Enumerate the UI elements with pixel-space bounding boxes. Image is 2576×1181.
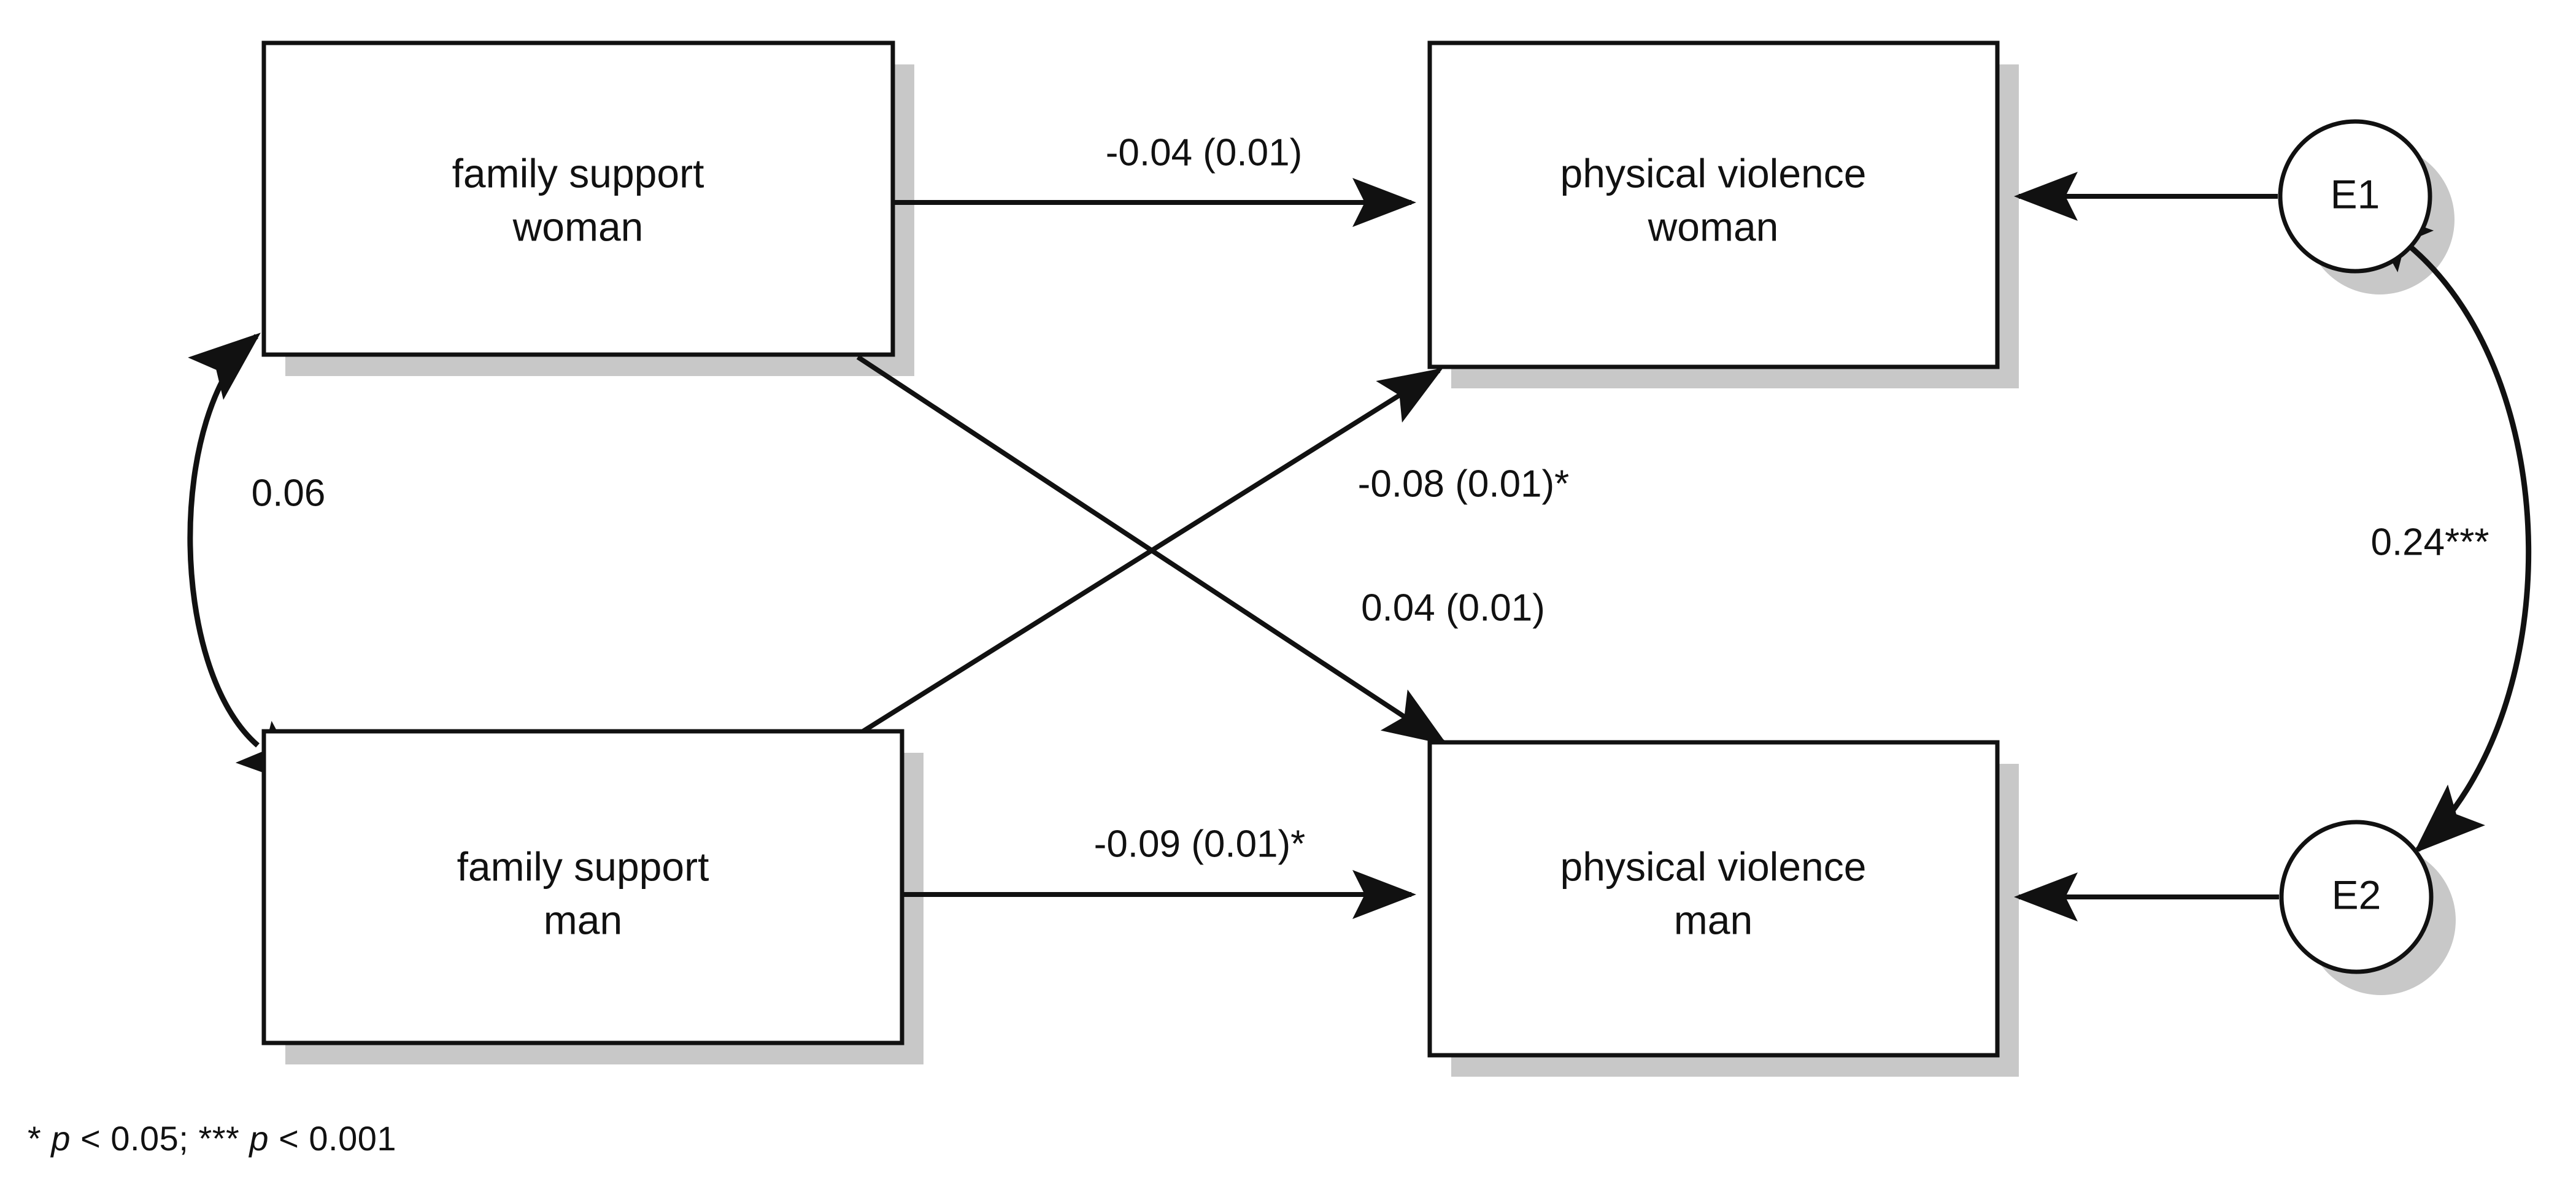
footnote-cmp-two: < 0.001 (269, 1119, 397, 1158)
label-physical-violence-woman-line2: woman (1648, 204, 1779, 249)
edge-line-fsw-to-pvm (856, 355, 1448, 745)
edge-label-fsm-to-pvm: -0.09 (0.01)* (1094, 823, 1306, 865)
edge-labels: -0.04 (0.01) -0.08 (0.01)* 0.04 (0.01) -… (252, 131, 2489, 865)
node-shapes (261, 40, 2434, 1058)
edge-line-fsm-to-pvw (857, 367, 1443, 736)
edge-label-e1-e2-covariance: 0.24*** (2370, 521, 2489, 563)
edge-fsw-to-pvm (856, 355, 1448, 745)
edge-curve-fsw-fsm (187, 333, 308, 789)
label-family-support-woman-line1: family support (452, 150, 704, 196)
edge-fsm-to-pvw (857, 367, 1443, 736)
label-error-term-e1: E1 (2331, 171, 2380, 217)
edge-e1-e2-covariance (2361, 204, 2532, 854)
box-family-support-man[interactable] (261, 729, 904, 1045)
node-labels: family support woman physical violence w… (452, 150, 2381, 942)
edge-label-fsw-fsm-covariance: 0.06 (252, 472, 326, 514)
box-physical-violence-man[interactable] (1427, 740, 2000, 1058)
label-error-term-e2: E2 (2332, 872, 2381, 917)
label-family-support-woman-line2: woman (512, 204, 644, 249)
significance-footnote: * p < 0.05; *** p < 0.001 (28, 1118, 396, 1158)
label-physical-violence-woman-line1: physical violence (1560, 150, 1867, 196)
circle-error-term-e1[interactable] (2278, 119, 2432, 274)
box-family-support-woman[interactable] (261, 40, 895, 357)
label-family-support-man-line1: family support (457, 844, 709, 889)
label-physical-violence-man-line1: physical violence (1560, 844, 1867, 889)
label-physical-violence-man-line2: man (1674, 897, 1753, 942)
label-family-support-man-line2: man (544, 897, 622, 942)
edge-label-fsw-to-pvw: -0.04 (0.01) (1106, 131, 1303, 174)
edge-fsw-fsm-covariance (187, 333, 308, 789)
footnote-p-one: p (51, 1119, 71, 1158)
footnote-p-two: p (249, 1119, 269, 1158)
edge-label-fsw-to-pvm: 0.04 (0.01) (1361, 587, 1545, 629)
edge-curve-e1-e2 (2361, 204, 2532, 854)
box-physical-violence-woman[interactable] (1427, 40, 2000, 369)
footnote-cmp-one: < 0.05; (71, 1119, 199, 1158)
footnote-star-one: * (28, 1119, 42, 1158)
circle-error-term-e2[interactable] (2279, 820, 2434, 974)
footnote-star-three: *** (198, 1119, 240, 1158)
edge-label-fsm-to-pvw: -0.08 (0.01)* (1358, 463, 1570, 505)
